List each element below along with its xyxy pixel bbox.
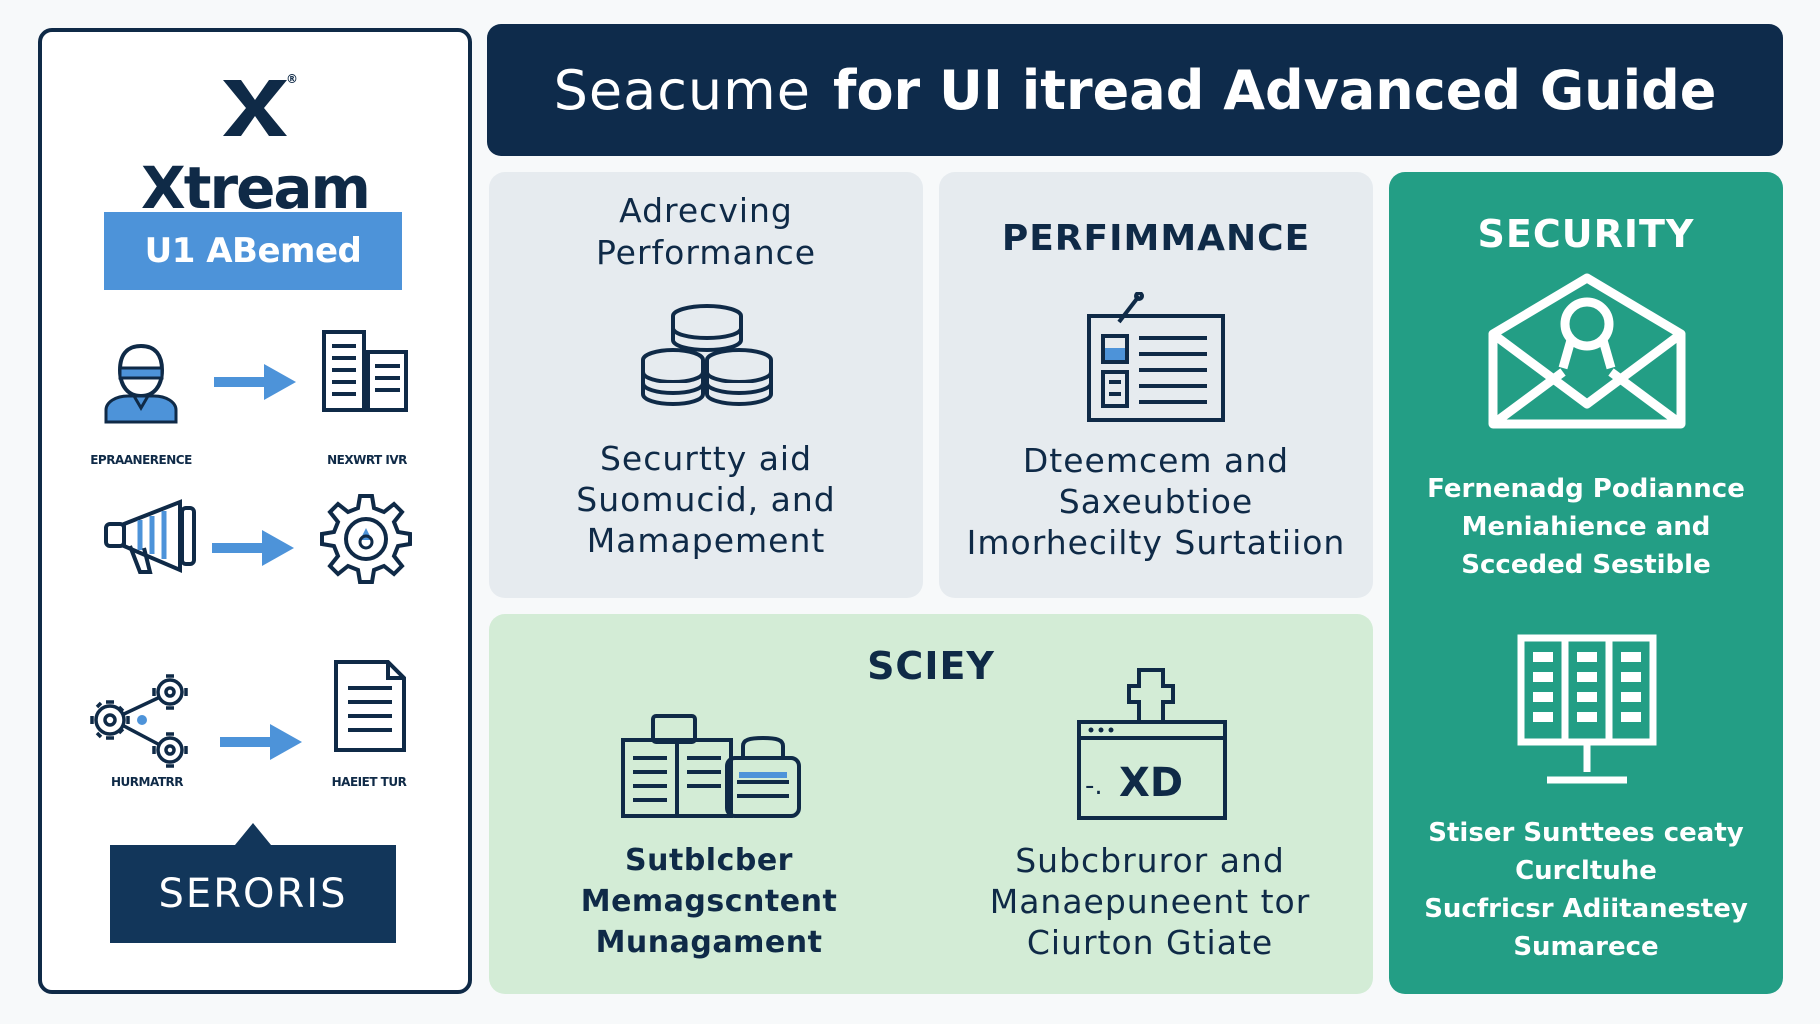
document-icon — [334, 660, 406, 752]
card2-body: Dteemcem and Saxeubtioe Imorhecilty Surt… — [939, 440, 1373, 563]
flow-label-3-to: HAEIET TUR — [331, 775, 407, 789]
network-gears-icon — [90, 674, 188, 768]
flow-label-1-from: EPRAANERENCE — [90, 453, 192, 467]
brand-name: Xtream — [141, 154, 371, 222]
card1-body: Securtty aid Suomucid, and Mamapement — [489, 438, 923, 561]
card4-left-line-2: Memagscntent — [580, 884, 838, 919]
card1-body-line-1: Securtty aid — [599, 439, 813, 478]
ui-badge: U1 ABemed — [104, 212, 402, 290]
header-title-bold: for UI itread Advanced Guide — [832, 58, 1717, 122]
flow-arrow-1 — [214, 364, 296, 400]
gear-icon — [320, 494, 412, 584]
card1-body-line-2: Suomucid, and — [576, 480, 836, 519]
monitor-server-icon — [1517, 634, 1657, 784]
card3-body2-line-2: Curcltuhe — [1515, 856, 1657, 886]
card3-title: SECURITY — [1477, 212, 1695, 256]
card4-title: SCIEY — [867, 644, 995, 688]
flow-arrow-3 — [220, 724, 302, 760]
card3-body2-line-1: Stiser Sunttees ceaty — [1428, 818, 1744, 848]
card2-body-line-2: Saxeubtioe — [1058, 482, 1254, 521]
xtream-logo-mark — [42, 78, 468, 142]
card2-body-line-3: Imorhecilty Surtatiion — [966, 523, 1346, 562]
card2-body-line-1: Dteemcem and — [1022, 441, 1290, 480]
card-advancing-performance: Adrecving Performance Securtty aid Suomu… — [489, 172, 923, 598]
flow-label-1-to: NEXWRT IVR — [327, 453, 407, 467]
card4-right-line-1: Subcbruror and — [1015, 841, 1285, 880]
card4-right-line-3: Ciurton Gtiate — [1026, 923, 1274, 962]
card1-title-line-1: Adrecving — [619, 191, 793, 230]
card3-body1-line-3: Scceded Sestible — [1461, 550, 1711, 580]
flow-arrow-2 — [212, 530, 294, 566]
card1-title: Adrecving Performance — [489, 190, 923, 274]
card4-left-line-1: Sutblcber — [625, 843, 793, 878]
card4-left-line-3: Munagament — [595, 925, 823, 960]
callout-label: SERORIS — [110, 823, 396, 943]
documents-printer-icon — [621, 714, 801, 818]
page-header: Seacume for UI itread Advanced Guide — [487, 24, 1783, 156]
card3-body2-line-4: Sumarece — [1513, 932, 1659, 962]
card-security: SECURITY Fernenadg Podiannce Meniahience… — [1389, 172, 1783, 994]
card1-title-line-2: Performance — [595, 233, 817, 272]
megaphone-icon — [104, 499, 196, 574]
card2-title: PERFIMMANCE — [1001, 218, 1311, 259]
card4-left-body: Sutblcber Memagscntent Munagament — [489, 840, 929, 963]
card1-body-line-3: Mamapement — [586, 521, 826, 560]
user-icon — [104, 343, 178, 424]
registered-mark: ® — [286, 72, 298, 86]
card3-body-1: Fernenadg Podiannce Meniahience and Scce… — [1389, 470, 1783, 584]
coins-icon — [641, 304, 773, 407]
card4-right-line-2: Manaepuneent tor — [989, 882, 1311, 921]
card4-right-body: Subcbruror and Manaepuneent tor Ciurton … — [937, 840, 1363, 963]
card3-body1-line-1: Fernenadg Podiannce — [1427, 474, 1745, 504]
terminal-text: XD — [1119, 760, 1183, 806]
terminal-window-icon: -. XD — [1077, 668, 1227, 820]
terminal-prompt: -. — [1085, 771, 1103, 801]
card-sciey: SCIEY Sutblcber Memagscntent Munagament — [489, 614, 1373, 994]
header-title-light: Seacume — [553, 58, 811, 122]
dashboard-document-icon — [1087, 292, 1225, 422]
card3-body-2: Stiser Sunttees ceaty Curcltuhe Sucfrics… — [1389, 814, 1783, 966]
flow-label-3-from: HURMATRR — [111, 775, 184, 789]
card3-body1-line-2: Meniahience and — [1461, 512, 1711, 542]
card3-body2-line-3: Sucfricsr Adiitanestey — [1424, 894, 1748, 924]
card-performance: PERFIMMANCE Dteemcem and Saxeubtioe Imor… — [939, 172, 1373, 598]
envelope-badge-icon — [1488, 273, 1686, 429]
server-icon — [322, 330, 408, 412]
sidebar: ® Xtream U1 ABemed EPRAANERENCE NEXWRT I… — [38, 28, 472, 994]
